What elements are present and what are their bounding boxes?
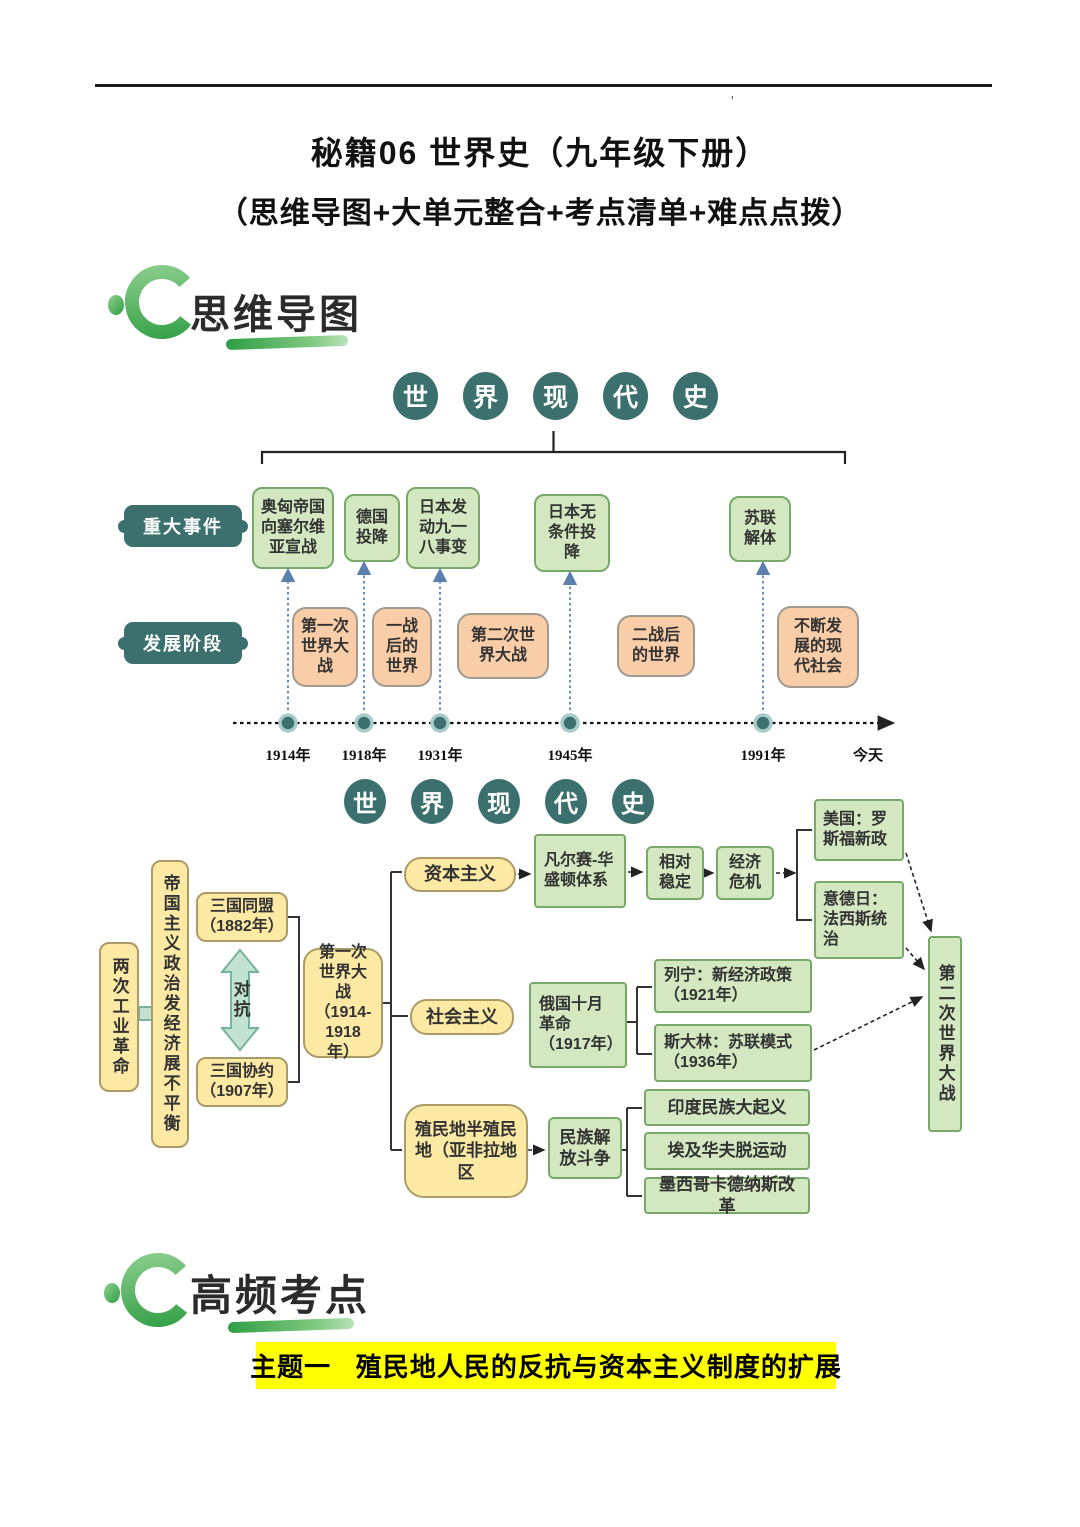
node-ww1: 第一次世界大战（1914-1918年） (303, 944, 383, 1061)
stage-box: 第二次世界大战 (457, 613, 549, 679)
node-industrial-revolutions: 两次工业革命 (99, 942, 139, 1092)
scan-artifact-mark: ' (731, 93, 734, 110)
heading2-char: 界 (411, 779, 453, 824)
bracket-crisis-outcomes (796, 829, 812, 921)
node-triple-alliance: 三国同盟（1882年） (196, 892, 288, 942)
heading1-char: 世 (393, 372, 438, 420)
node-triple-entente: 三国协约（1907年） (196, 1057, 288, 1107)
stage-box: 一战后的世界 (372, 607, 432, 687)
event-box: 日本发动九一八事变 (406, 487, 480, 569)
node-mexico-cardenas: 墨西哥卡德纳斯改革 (644, 1175, 810, 1216)
section-ring-icon (104, 1253, 195, 1327)
section-ring-icon (108, 265, 199, 339)
heading1-char: 现 (533, 372, 578, 420)
node-national-liberation: 民族解放斗争 (548, 1117, 622, 1179)
bracket-socialism (627, 986, 652, 1055)
node-ww2: 第二次世界大战 (928, 936, 962, 1132)
page-subtitle: （思维导图+大单元整合+考点清单+难点点拨） (217, 197, 863, 230)
heading2-char: 代 (545, 779, 587, 824)
section-title-mindmap: 思维导图 (190, 293, 362, 337)
bracket-liberation (622, 1107, 642, 1197)
node-relative-stability: 相对稳定 (646, 846, 704, 900)
event-box: 苏联解体 (729, 496, 791, 562)
heading2-char: 现 (478, 779, 520, 824)
node-lenin-nep: 列宁：新经济政策（1921年） (654, 959, 812, 1013)
event-box: 奥匈帝国向塞尔维亚宣战 (252, 487, 334, 569)
date-label: 1931年 (417, 748, 463, 764)
node-fascism: 意德日：法西斯统治 (814, 881, 904, 959)
stage-box: 二战后的世界 (617, 615, 695, 677)
capitalism-arrows (518, 866, 797, 880)
event-box: 日本无条件投降 (534, 494, 610, 572)
heading2-char: 史 (612, 779, 654, 824)
stage-box: 第一次世界大战 (292, 607, 358, 687)
arrow-confront-icon (219, 948, 261, 1052)
bracket-branches (383, 871, 408, 1151)
date-label: 今天 (852, 748, 883, 764)
node-socialism: 社会主义 (410, 999, 514, 1035)
node-egypt-wafd: 埃及华夫脱运动 (644, 1132, 810, 1170)
top-rule (95, 84, 992, 87)
brace-top (260, 431, 847, 464)
event-box: 德国投降 (344, 494, 400, 562)
node-october-revolution: 俄国十月革命（1917年） (529, 982, 627, 1068)
node-india-uprising: 印度民族大起义 (644, 1089, 810, 1126)
node-stalin-model: 斯大林：苏联模式（1936年） (654, 1024, 812, 1082)
node-imperialism-imbalance: 帝国主义政治发经济展不平衡 (151, 860, 189, 1148)
node-economic-crisis: 经济危机 (716, 846, 774, 900)
heading2-char: 世 (344, 779, 386, 824)
heading1-char: 史 (673, 372, 718, 420)
node-versailles-washington: 凡尔赛-华盛顿体系 (534, 834, 626, 908)
heading1-char: 界 (463, 372, 508, 420)
stage-box: 不断发展的现代社会 (777, 606, 859, 688)
date-label: 1914年 (265, 748, 311, 764)
events-row-badge: 重大事件 (118, 505, 248, 547)
stages-row-badge: 发展阶段 (118, 622, 248, 664)
node-usa-new-deal: 美国：罗斯福新政 (814, 799, 904, 861)
date-label: 1918年 (341, 748, 387, 764)
confront-label: 对抗 (230, 980, 250, 1020)
timeline-dots (278, 713, 773, 733)
page-title: 秘籍06 世界史（九年级下册） (310, 135, 770, 171)
date-label: 1991年 (740, 748, 786, 764)
date-label: 1945年 (547, 748, 593, 764)
section-title-hotspots: 高频考点 (190, 1272, 371, 1319)
bracket-alliances (288, 916, 300, 1083)
node-capitalism: 资本主义 (404, 857, 516, 892)
theme-highlight: 主题一 殖民地人民的反抗与资本主义制度的扩展 (250, 1342, 841, 1389)
ww2-arrows (813, 852, 933, 1051)
node-colonies: 殖民地半殖民地（亚非拉地区 (404, 1104, 528, 1198)
heading1-char: 代 (603, 372, 648, 420)
timeline-up-arrows (280, 560, 771, 710)
